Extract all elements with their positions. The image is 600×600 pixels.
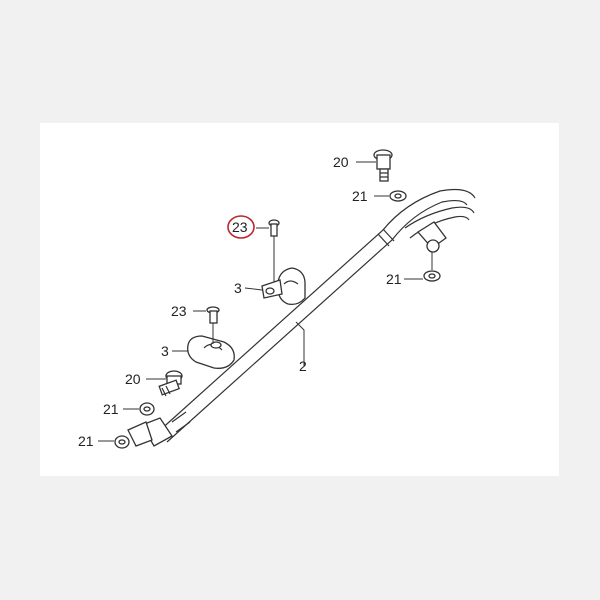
label-hose: 2 (299, 358, 307, 374)
leader-lines (98, 161, 423, 442)
sealing-washer-lower-left-1[interactable] (139, 402, 155, 416)
label-screw-upper: 23 (232, 219, 248, 235)
label-washer-lower-left-1: 21 (103, 401, 119, 417)
label-bolt-lower-left: 20 (125, 371, 141, 387)
label-clamp-upper: 3 (234, 280, 242, 296)
label-screw-lower: 23 (171, 303, 187, 319)
sealing-washer-top-right[interactable] (389, 190, 407, 202)
label-washer-banjo-right: 21 (386, 271, 402, 287)
highlight-circle (227, 215, 255, 239)
sealing-washer-lower-left-2[interactable] (114, 435, 130, 449)
brake-hose[interactable] (127, 188, 476, 447)
sealing-washer-banjo-right[interactable] (423, 252, 441, 282)
callout-labels: 20 21 21 23 3 23 3 2 20 21 21 (78, 154, 402, 449)
banjo-bolt-lower-left[interactable] (158, 370, 183, 397)
label-washer-top-right: 21 (352, 188, 368, 204)
label-clamp-lower: 3 (161, 343, 169, 359)
hose-clamp-upper[interactable] (261, 267, 306, 306)
label-bolt-top-right: 20 (333, 154, 349, 170)
hose-clamp-lower[interactable] (187, 335, 235, 369)
screw-upper[interactable] (268, 219, 280, 237)
label-washer-lower-left-2: 21 (78, 433, 94, 449)
banjo-bolt-top-right[interactable] (373, 149, 393, 182)
